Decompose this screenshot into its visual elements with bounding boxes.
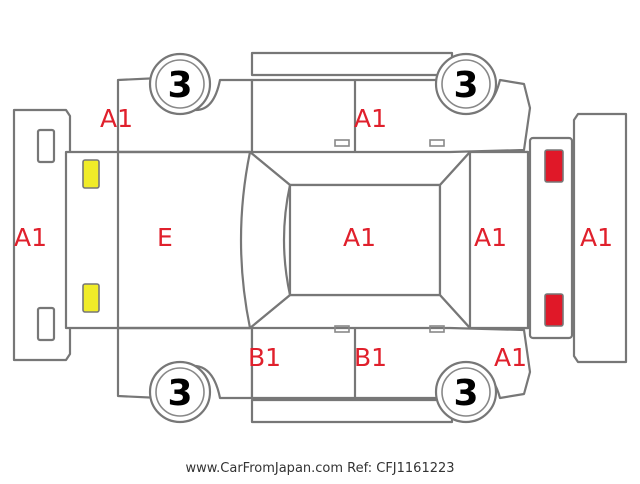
label-roof: A1 [343, 223, 376, 252]
label-front-left-fender: A1 [100, 104, 133, 133]
tire-front-right: 3 [148, 360, 212, 424]
label-right-front-door: B1 [248, 343, 281, 372]
label-right-rear-door: B1 [354, 343, 387, 372]
label-right-rear-quarter: A1 [494, 343, 527, 372]
tire-front-right-label: 3 [167, 373, 192, 414]
tire-front-left-label: 3 [167, 65, 192, 106]
tire-rear-left-label: 3 [453, 65, 478, 106]
footer-reference: www.CarFromJapan.com Ref: CFJ1161223 [185, 461, 454, 476]
front-right-headlight [82, 283, 100, 313]
label-rear-bumper: A1 [580, 223, 613, 252]
tire-front-left: 3 [148, 52, 212, 116]
rear-right-taillight [544, 293, 564, 327]
tire-rear-right-label: 3 [453, 373, 478, 414]
front-bumper [12, 108, 72, 362]
rear-left-taillight [544, 149, 564, 183]
label-left-rear-door: A1 [354, 104, 387, 133]
rear-bumper [572, 112, 628, 364]
tire-rear-left: 3 [434, 52, 498, 116]
label-front-bumper: A1 [14, 223, 47, 252]
car-body-top [64, 150, 532, 330]
front-left-headlight [82, 159, 100, 189]
label-rear-glass: A1 [474, 223, 507, 252]
label-hood: E [157, 223, 173, 252]
tail-lights [528, 136, 574, 340]
tire-rear-right: 3 [434, 360, 498, 424]
